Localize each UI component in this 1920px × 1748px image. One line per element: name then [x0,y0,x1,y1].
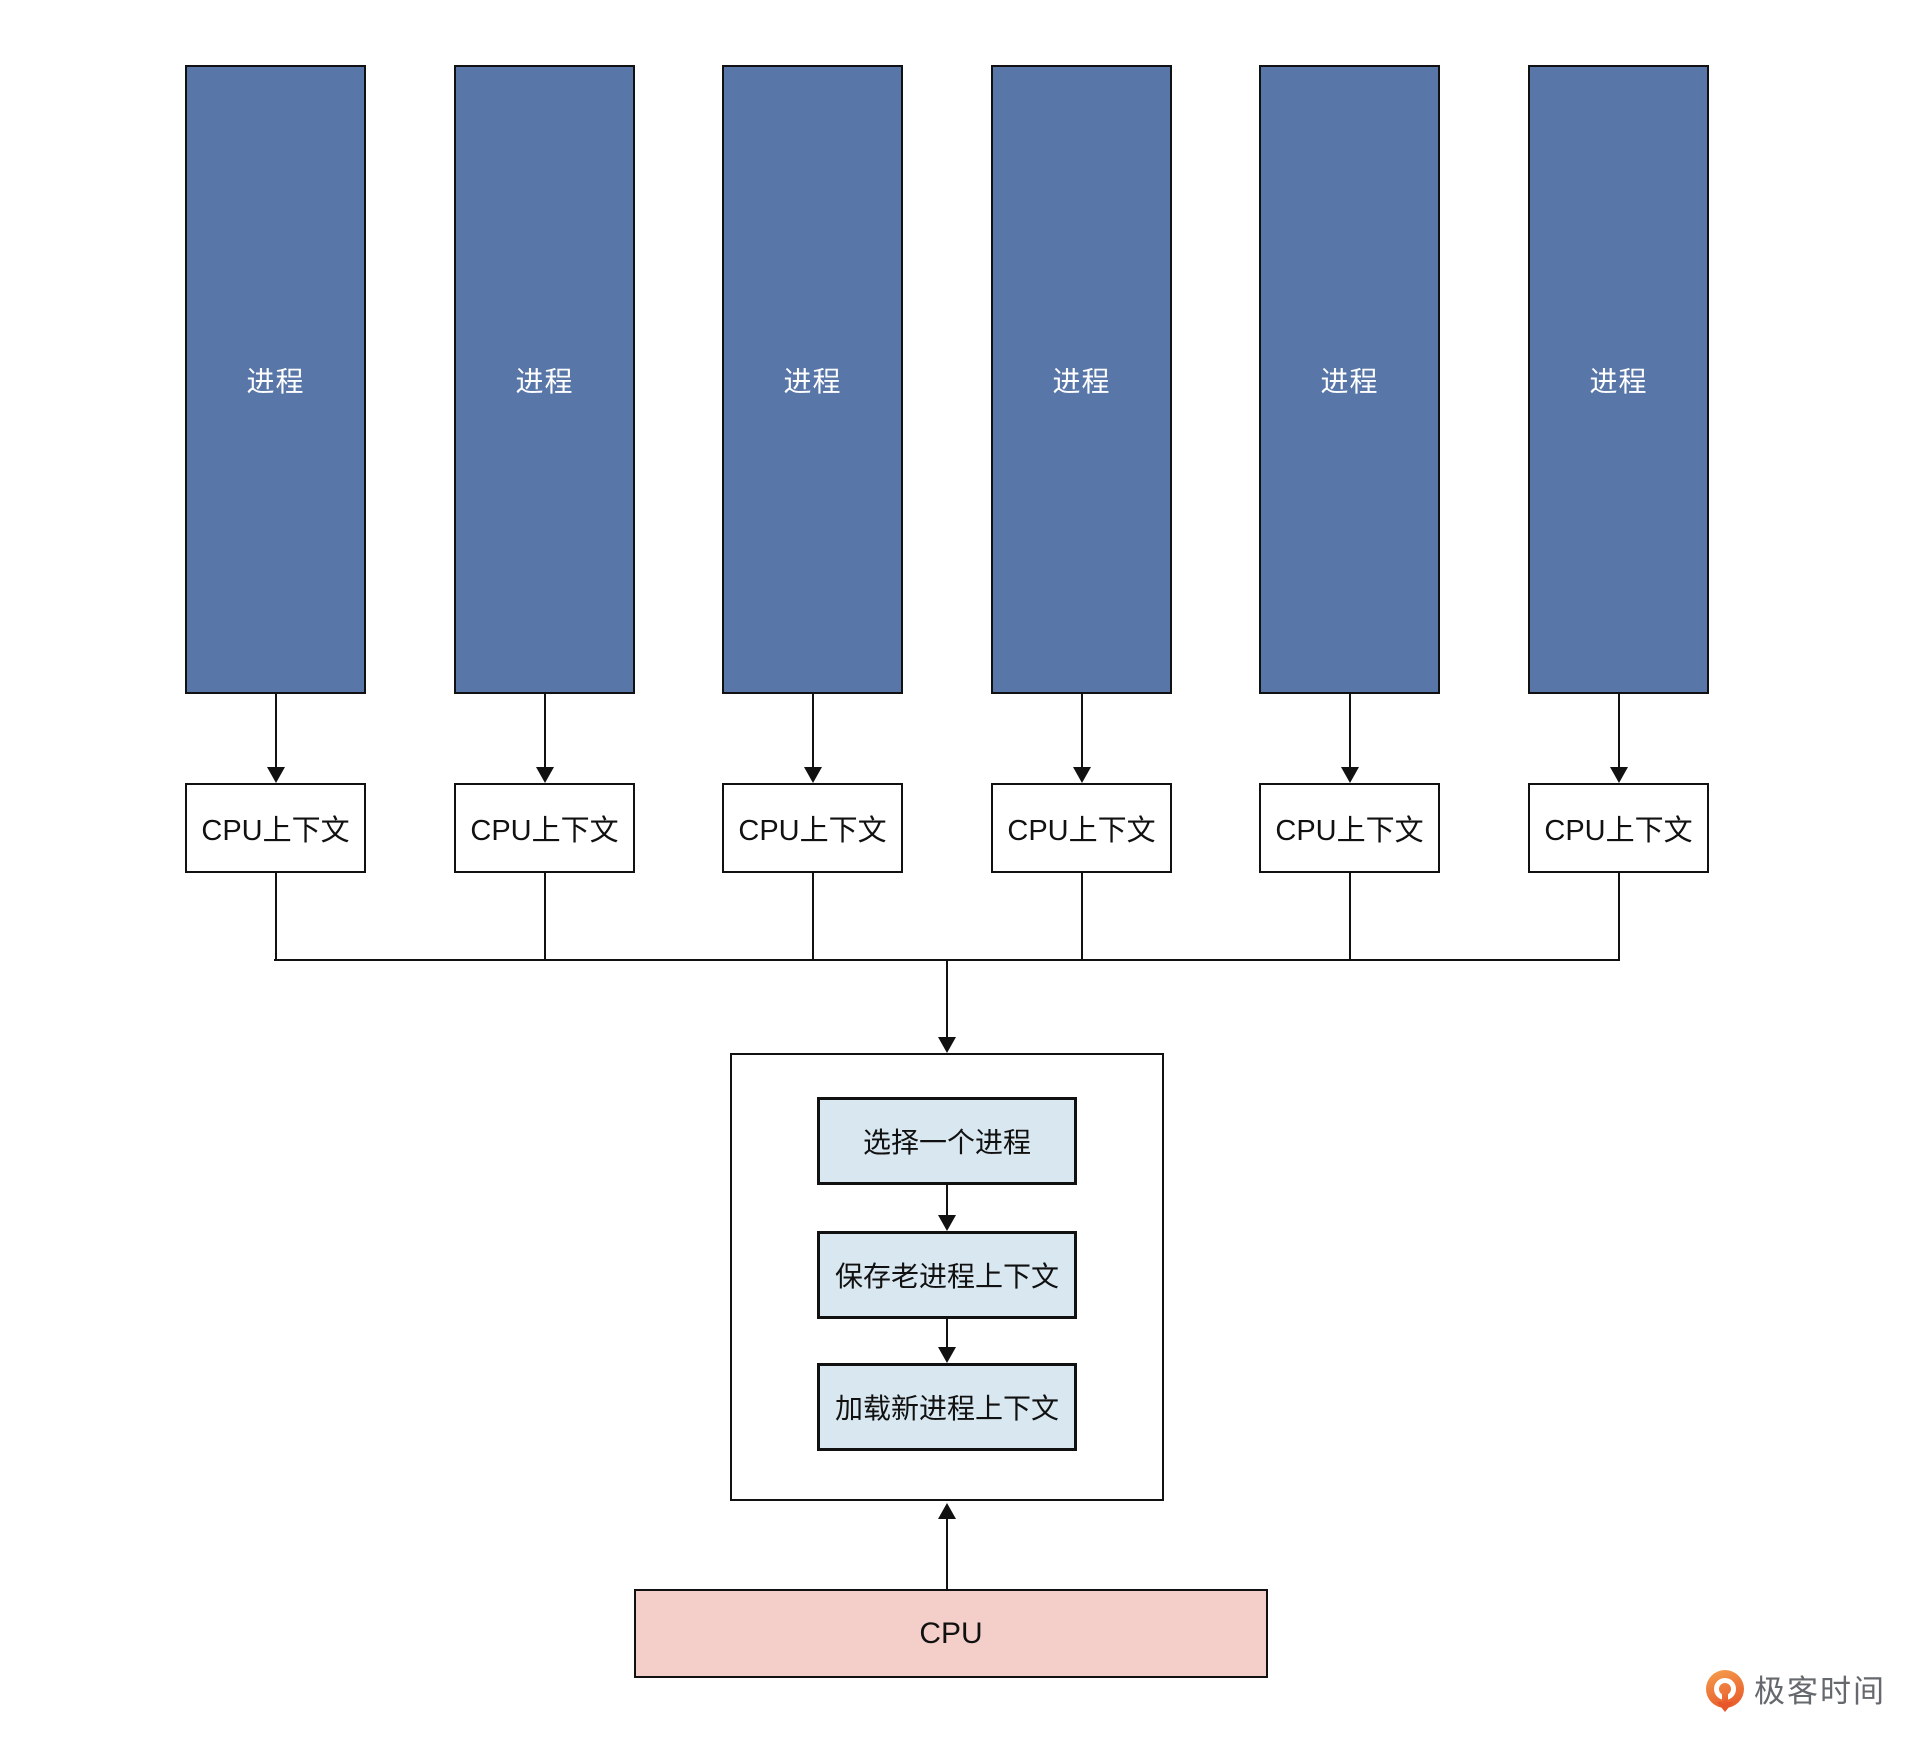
process-box: 进程 [185,65,366,694]
arrow-shaft [1617,694,1620,768]
arrowhead-down-icon [938,1037,956,1053]
process-column: 进程 CPU上下文 [185,65,366,961]
process-box: 进程 [991,65,1172,694]
process-label: 进程 [515,365,574,397]
arrowhead-down-icon [1609,767,1628,783]
arrowhead-up-icon [938,1503,956,1519]
cpu-context-label: CPU上下文 [470,815,619,847]
step-save-old-context: 保存老进程上下文 [817,1231,1077,1319]
arrowhead-down-icon [803,767,822,783]
connector-line [811,873,814,961]
arrow-shaft [946,1519,948,1589]
connector-line [1080,873,1083,961]
arrowhead-down-icon [266,767,285,783]
process-label: 进程 [783,365,842,397]
step-label: 保存老进程上下文 [834,1261,1059,1292]
process-box: 进程 [1259,65,1440,694]
process-label: 进程 [1589,365,1648,397]
cpu-label: CPU [919,1616,983,1650]
process-box: 进程 [1528,65,1709,694]
arrowhead-down-icon [535,767,554,783]
cpu-context-box: CPU上下文 [991,783,1172,873]
process-box: 进程 [722,65,903,694]
arrow-shaft [274,694,277,768]
arrow-shaft [1348,694,1351,768]
bus-line [274,959,1619,961]
process-column: 进程 CPU上下文 [454,65,635,961]
connector-line [1617,873,1620,961]
watermark-text: 极客时间 [1754,1674,1886,1709]
cpu-context-box: CPU上下文 [1259,783,1440,873]
arrowhead-down-icon [1072,767,1091,783]
process-column: 进程 CPU上下文 [991,65,1172,961]
connector-line [543,873,546,961]
cpu-context-label: CPU上下文 [1275,815,1424,847]
step-label: 加载新进程上下文 [834,1393,1059,1424]
process-box: 进程 [454,65,635,694]
arrowhead-down-icon [938,1347,956,1363]
process-column: 进程 CPU上下文 [1259,65,1440,961]
process-label: 进程 [246,365,305,397]
arrow-shaft [946,961,948,1039]
connector-line [274,873,277,961]
geektime-pin-icon [1706,1669,1744,1712]
arrow-shaft [946,1185,948,1219]
arrow-shaft [946,1319,948,1351]
pin-notch [1722,1691,1728,1704]
cpu-context-label: CPU上下文 [738,815,887,847]
cpu-context-box: CPU上下文 [185,783,366,873]
cpu-context-label: CPU上下文 [1007,815,1156,847]
process-column: 进程 CPU上下文 [1528,65,1709,961]
step-label: 选择一个进程 [862,1127,1031,1158]
geektime-logo: 极客时间 [1706,1666,1886,1712]
step-load-new-context: 加载新进程上下文 [817,1363,1077,1451]
process-label: 进程 [1320,365,1379,397]
pin-tail [1717,1701,1733,1712]
arrowhead-down-icon [1340,767,1359,783]
arrow-shaft [1080,694,1083,768]
process-column: 进程 CPU上下文 [722,65,903,961]
connector-line [1348,873,1351,961]
cpu-context-box: CPU上下文 [722,783,903,873]
process-label: 进程 [1052,365,1111,397]
cpu-context-box: CPU上下文 [454,783,635,873]
cpu-context-box: CPU上下文 [1528,783,1709,873]
cpu-box: CPU [634,1589,1268,1678]
arrow-shaft [543,694,546,768]
step-select-process: 选择一个进程 [817,1097,1077,1185]
arrowhead-down-icon [938,1215,956,1231]
cpu-context-label: CPU上下文 [1544,815,1693,847]
arrow-shaft [811,694,814,768]
cpu-context-label: CPU上下文 [201,815,350,847]
